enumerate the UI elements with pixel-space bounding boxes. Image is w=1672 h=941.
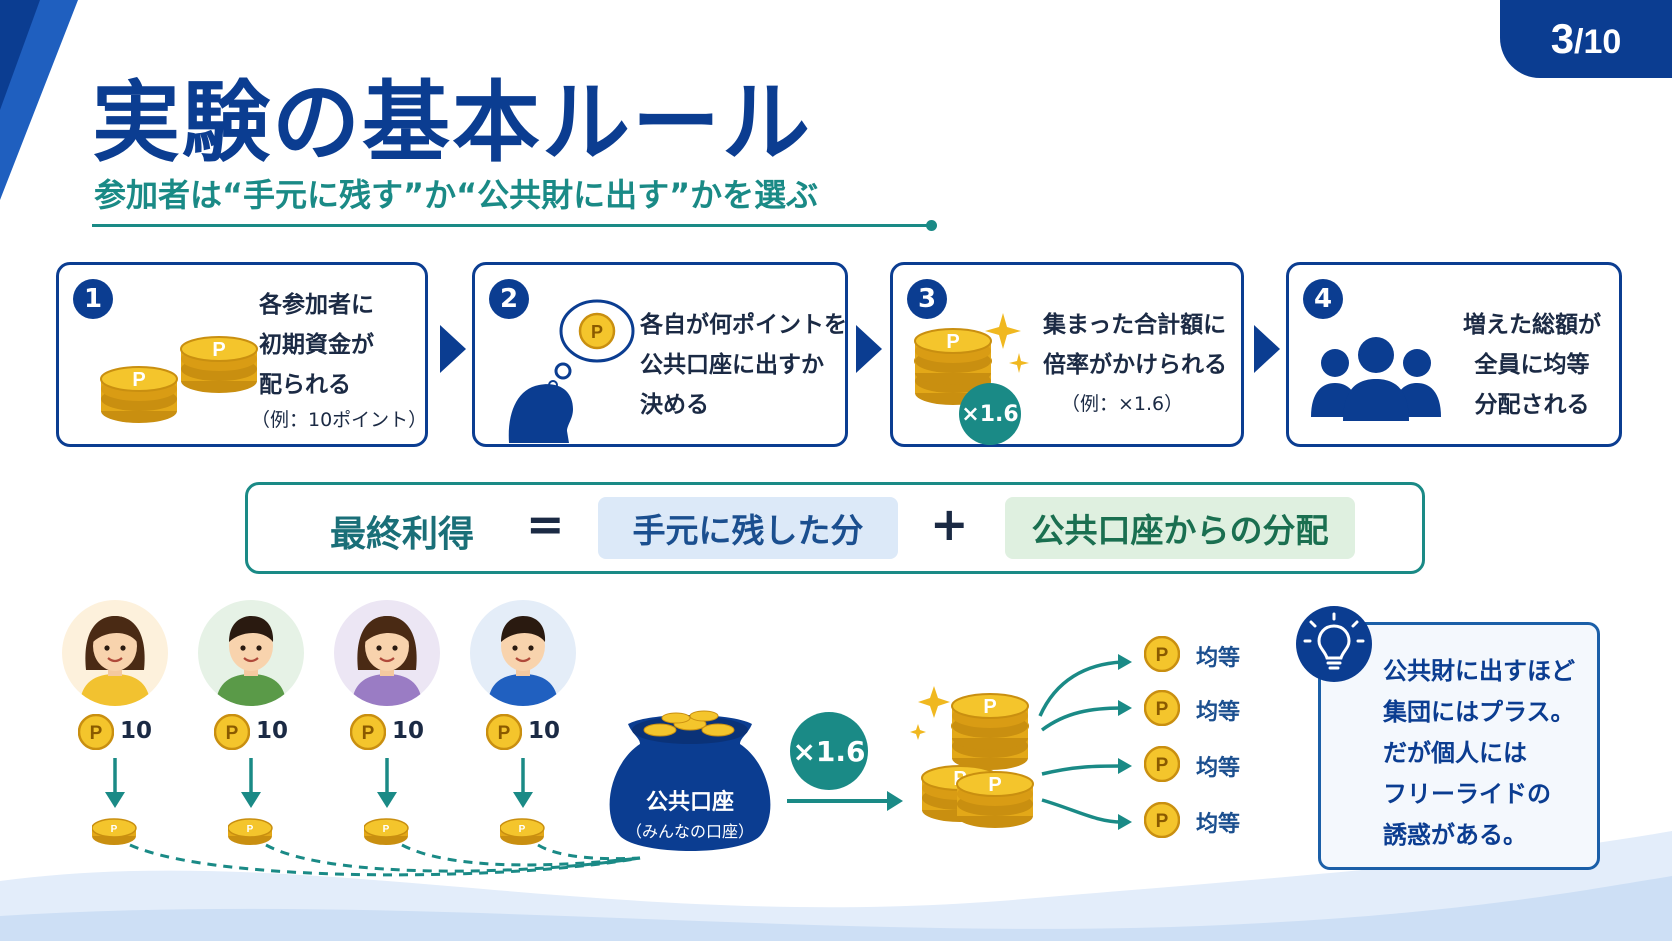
chevron-right-icon [1254,325,1280,373]
equal-share-label: 均等 [1196,700,1241,725]
arrow-down-icon [374,758,400,810]
coin-icon [77,713,115,751]
step-number: 3 [907,279,947,319]
avatar [334,600,440,706]
page-current: 3 [1550,15,1575,62]
coin-icon [349,713,387,751]
insight-box: 公共財に出すほど集団にはプラス。だが個人にはフリーライドの誘惑がある。 [1318,622,1600,870]
step-card-2: 2 P 各自が何ポイントを公共口座に出すか決める [472,262,848,447]
arrow-down-icon [510,758,536,810]
pot-label: 公共口座 （みんなの口座） [625,790,754,841]
arrow-down-icon [238,758,264,810]
corner-decoration [0,0,78,200]
avatar [198,600,304,706]
formula-final-payoff: 最終利得 [330,514,475,555]
wave-decoration [0,831,1672,941]
formula-equals: = [526,497,565,551]
subtitle-underline-dot [926,220,937,231]
lightbulb-icon [1296,606,1372,682]
subtitle-underline [92,224,930,227]
coin-icon [213,713,251,751]
arrow-down-icon [102,758,128,810]
page-total: /10 [1574,22,1622,61]
public-pot-icon [609,710,771,851]
coin-stack-icon [914,313,1029,406]
equal-share-label: 均等 [1196,756,1241,781]
step-note: （例：10ポイント） [251,409,428,431]
coin-icon [1143,745,1181,783]
chevron-right-icon [856,325,882,373]
insight-text: 公共財に出すほど集団にはプラス。だが個人にはフリーライドの誘惑がある。 [1383,657,1575,849]
distribution-arrows [1038,654,1132,830]
coin-icon [1143,801,1181,839]
thinking-person-icon: P [508,299,635,443]
page-title: 実験の基本ルール [92,71,813,174]
group-people-icon [1311,337,1441,421]
multiplier-badge: ×1.6 [959,383,1021,445]
formula-distribution: 公共口座からの分配 [1005,497,1355,559]
formula-kept-amount: 手元に残した分 [598,497,898,559]
participant-amount: 10 [392,718,425,744]
step-card-4: 4 増えた総額が全員に均等分配される [1286,262,1622,447]
equal-share-label: 均等 [1196,646,1241,671]
step-text: 各自が何ポイントを公共口座に出すか決める [640,312,847,418]
page-subtitle: 参加者は“手元に残す”か“公共財に出す”かを選ぶ [94,176,819,214]
participant-amount: 10 [256,718,289,744]
contribution-paths [129,843,641,877]
coin-icon [1143,689,1181,727]
avatar [62,600,168,706]
equal-share-label: 均等 [1196,812,1241,837]
step-number: 4 [1303,279,1343,319]
arrow-right-icon [787,791,903,811]
payoff-formula: 最終利得 = 手元に残した分 + 公共口座からの分配 [245,482,1425,574]
participant-amount: 10 [528,718,561,744]
multiplied-coins-icon [910,686,1034,829]
step-number: 1 [73,279,113,319]
step-text: 集まった合計額に倍率がかけられる [1043,312,1227,378]
step-card-1: 1 各参加者に初期資金が配られる （例：10ポイント） [56,262,428,447]
svg-text:P: P [591,322,603,342]
avatar [470,600,576,706]
step-card-3: 3 ×1.6 集まった合計額に倍率がかけられる （例：×1.6） [890,262,1244,447]
step-text: 各参加者に初期資金が配られる [259,292,374,398]
formula-plus: + [930,497,969,551]
step-number: 2 [489,279,529,319]
page-indicator: 3 /10 [1500,0,1672,78]
participant-amount: 10 [120,718,153,744]
step-text: 増えた総額が全員に均等分配される [1463,312,1601,418]
step-note: （例：×1.6） [1061,393,1184,415]
multiplier-circle: ×1.6 [790,712,868,790]
chevron-right-icon [440,325,466,373]
coin-icon [485,713,523,751]
coin-icon [1143,635,1181,673]
